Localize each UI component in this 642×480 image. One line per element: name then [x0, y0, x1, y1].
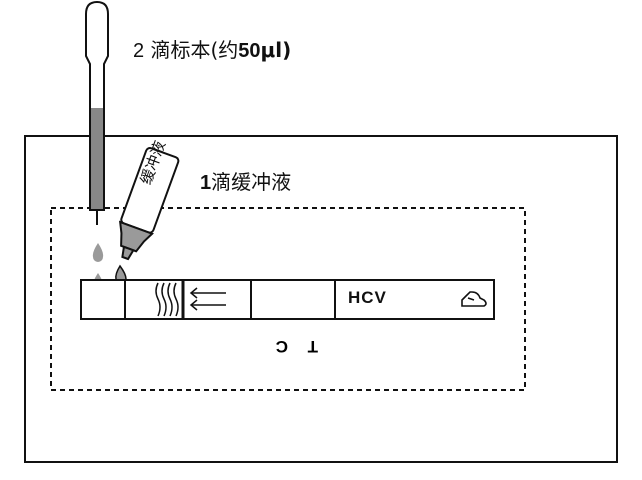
outer-box	[24, 135, 618, 463]
hand-icon	[461, 291, 487, 307]
sample-instruction: 2 滴标本(约50μl)	[133, 34, 291, 63]
sample-volume-unit: μl)	[260, 38, 292, 62]
sample-instruction-text: 滴标本(约	[150, 38, 239, 62]
dashed-area	[50, 207, 526, 391]
test-strip	[80, 279, 495, 320]
buffer-instruction-text: 滴缓冲液	[211, 170, 292, 194]
test-line-label: T	[307, 337, 318, 356]
arrow-icon	[189, 287, 226, 311]
sample-drop	[92, 243, 104, 262]
sample-pad-waves	[155, 282, 179, 317]
control-line-label: C	[275, 337, 288, 356]
buffer-drop-count: 1	[200, 172, 212, 194]
buffer-instruction: 1滴缓冲液	[200, 166, 291, 195]
sample-volume: 50	[238, 40, 261, 62]
pipette-icon	[85, 0, 109, 225]
tc-markers: T C	[268, 330, 318, 356]
sample-drop-count: 2	[133, 40, 145, 62]
dropper-bottle-icon	[118, 147, 180, 261]
strip-analyte-label: HCV	[348, 288, 387, 307]
